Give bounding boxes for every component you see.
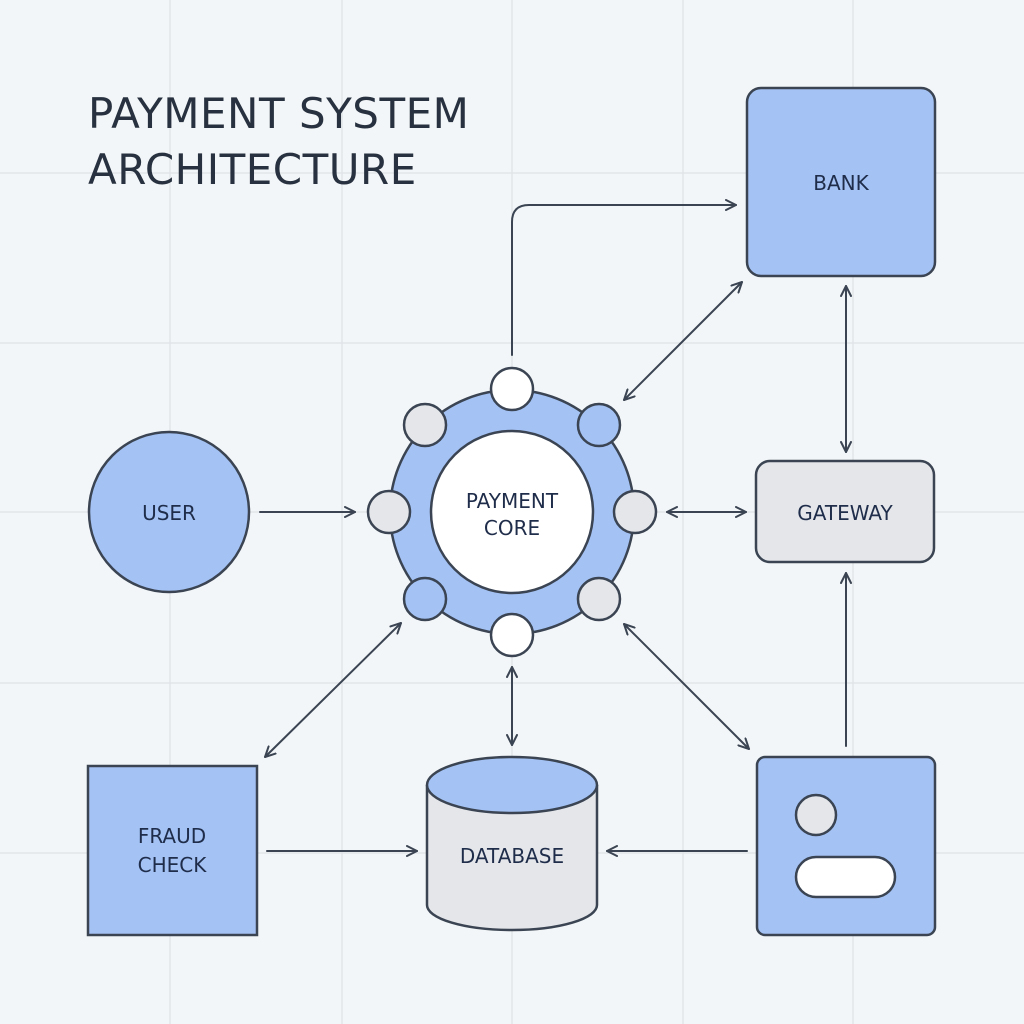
user-node[interactable]: USER [87,430,251,594]
page-title: PAYMENT SYSTEM ARCHITECTURE [88,86,469,198]
gateway-label: GATEWAY [797,501,893,525]
core-center [429,429,595,595]
payment-core-node[interactable]: PAYMENT CORE [366,366,658,658]
title-line-1: PAYMENT SYSTEM [88,89,470,138]
core-satellite-top-right[interactable] [576,402,622,448]
text-pill-icon [794,855,897,899]
avatar-icon [794,793,838,837]
core-satellite-top-left[interactable] [402,402,448,448]
core-satellite-bottom[interactable] [489,612,535,658]
core-satellite-bottom-left[interactable] [402,576,448,622]
core-satellites [366,366,658,658]
core-satellite-top[interactable] [489,366,535,412]
core-satellite-left[interactable] [366,489,412,535]
core-satellite-bottom-right[interactable] [576,576,622,622]
connectors [259,199,852,857]
client-device-box [755,755,937,937]
arrow-core-fraud[interactable] [264,622,402,758]
client-device-node[interactable] [755,755,937,937]
arrow-core-bank[interactable] [623,281,743,401]
fraud-check-box [86,764,259,937]
gateway-box [754,459,936,564]
payment-core-label-line2: CORE [484,516,540,540]
arrow-core-device[interactable] [623,623,750,750]
gateway-node[interactable]: GATEWAY [754,459,936,564]
fraud-check-label-line1: FRAUD [138,824,206,848]
bank-label: BANK [813,171,869,195]
bank-box [745,86,937,278]
database-cylinder-top [425,755,599,815]
database-cylinder-body [425,785,599,932]
core-satellite-right[interactable] [612,489,658,535]
database-label: DATABASE [460,844,564,868]
title-line-2: ARCHITECTURE [88,145,417,194]
user-label: USER [142,501,196,525]
fraud-check-node[interactable]: FRAUD CHECK [86,764,259,937]
payment-core-label-line1: PAYMENT [466,489,559,513]
fraud-check-label-line2: CHECK [138,853,208,877]
user-circle [87,430,251,594]
arrow-core-to-bank-elbow[interactable] [511,199,737,356]
database-node[interactable]: DATABASE [425,755,599,932]
bank-node[interactable]: BANK [745,86,937,278]
